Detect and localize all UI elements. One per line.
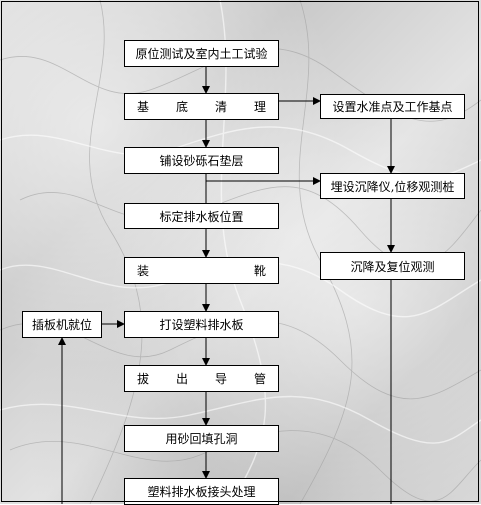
node-benchmarks: 设置水准点及工作基点 [320,94,465,119]
node-settlement-gauges: 埋设沉降仪,位移观测桩 [320,173,465,199]
node-pull-out-conduit: 拔 出 导 管 [124,365,279,392]
node-joint-treatment: 塑料排水板接头处理 [124,478,279,505]
node-drive-drain-board: 打设塑料排水板 [124,311,279,338]
node-settlement-observation: 沉降及复位观测 [320,252,465,280]
node-install-shoe: 装 靴 [124,257,279,284]
node-mark-drain-positions: 标定排水板位置 [124,203,279,229]
node-machine-in-place: 插板机就位 [22,311,102,338]
node-sand-backfill: 用砂回填孔洞 [124,425,279,452]
node-in-situ-tests: 原位测试及室内土工试验 [124,40,279,67]
node-gravel-cushion: 铺设砂砾石垫层 [124,147,279,174]
node-base-cleaning: 基 底 清 理 [124,93,279,120]
